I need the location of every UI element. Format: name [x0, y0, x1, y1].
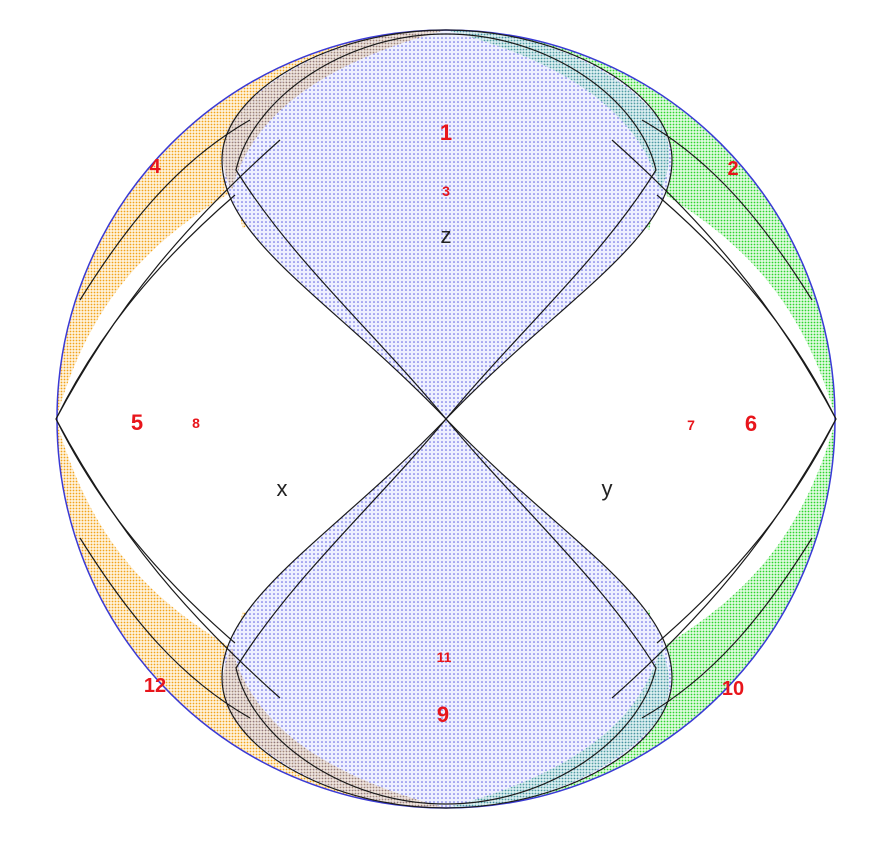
- brown-bottom-left: [223, 648, 446, 808]
- region-9: 9: [437, 702, 449, 727]
- set-label-z: z: [441, 223, 452, 248]
- set-label-x: x: [277, 476, 288, 501]
- region-5: 5: [131, 410, 143, 435]
- right-curve-4: [656, 418, 837, 644]
- right-curve-2: [656, 194, 837, 420]
- bottom-lobe-outline-inner: [235, 418, 657, 805]
- right-curve-1: [611, 139, 837, 420]
- left-curve-2: [55, 194, 236, 420]
- region-8: 8: [192, 415, 200, 431]
- region-2: 2: [727, 158, 738, 180]
- left-curve-3: [55, 418, 281, 699]
- region-numbers: 1 2 3 4 5 6 7 8 9 10 11 12: [131, 120, 757, 727]
- region-1: 1: [440, 120, 452, 145]
- left-curve-1: [55, 139, 281, 420]
- white-right: [612, 190, 836, 650]
- right-band-curve-a: [641, 119, 813, 301]
- teal-bottom-right: [446, 648, 669, 808]
- region-11: 11: [437, 649, 452, 665]
- region-4: 4: [149, 156, 161, 178]
- region-3: 3: [442, 183, 450, 199]
- blue-bottom-lobe: [222, 419, 672, 808]
- blue-top-lobe: [222, 30, 672, 419]
- left-band-curve-b: [79, 537, 251, 719]
- region-7: 7: [687, 417, 695, 433]
- teal-top-right: [446, 30, 669, 190]
- right-band-curve-b: [641, 537, 813, 719]
- left-band-curve-a: [79, 119, 251, 301]
- region-10: 10: [722, 678, 744, 700]
- set-label-y: y: [602, 476, 613, 501]
- left-curve-4: [55, 418, 236, 644]
- brown-top-left: [223, 30, 446, 190]
- right-curve-3: [611, 418, 837, 699]
- region-6: 6: [745, 411, 757, 436]
- white-left: [56, 190, 280, 650]
- region-12: 12: [144, 675, 166, 697]
- set-labels: z x y: [277, 223, 613, 501]
- outlines: [55, 29, 837, 809]
